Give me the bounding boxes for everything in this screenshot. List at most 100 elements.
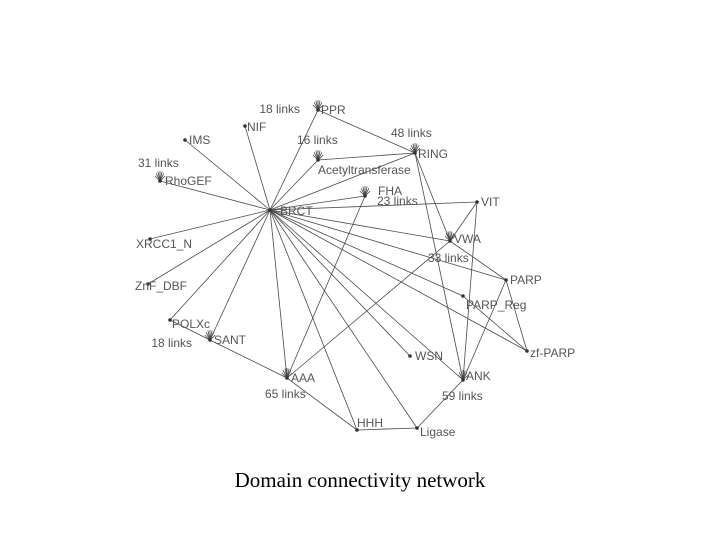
- node-label: IMS: [189, 133, 210, 147]
- node-dot: [146, 282, 150, 286]
- node-label: AAA: [291, 371, 315, 385]
- node-NIF: NIF: [243, 120, 266, 134]
- figure-caption: Domain connectivity network: [234, 468, 486, 492]
- node-dot: [525, 349, 529, 353]
- edge-PARP-ANK: [462, 279, 507, 381]
- node-dot: [183, 138, 187, 142]
- node-label: WSN: [415, 349, 443, 363]
- node-label: PPR: [321, 103, 346, 117]
- edge-BRCT-WSN: [269, 209, 411, 357]
- edge-VWA-PARP: [449, 240, 507, 281]
- edge-BRCT-HHH: [269, 209, 358, 431]
- edge-VIT-VWA: [449, 201, 478, 242]
- link-count-PPR: 18 links: [259, 102, 300, 116]
- node-ANK: ANK: [461, 369, 491, 383]
- node-dot: [285, 376, 289, 380]
- node-SANT: SANT: [208, 333, 247, 347]
- link-count-Acetyltransferase: 16 links: [297, 133, 338, 147]
- node-RhoGEF: RhoGEF: [158, 174, 212, 188]
- edge-BRCT-IMS: [184, 139, 271, 211]
- link-count-FHA: 23 links: [377, 194, 418, 208]
- link-count-VWA: 33 links: [428, 251, 469, 265]
- edge-BRCT-RING: [269, 152, 416, 211]
- node-dot: [355, 428, 359, 432]
- node-XRCC1_N: XRCC1_N: [136, 237, 192, 251]
- edge-BRCT-AAA: [269, 209, 288, 379]
- node-label: RhoGEF: [165, 174, 212, 188]
- edge-Acetyltransferase-RING: [317, 152, 416, 161]
- node-dot: [448, 239, 452, 243]
- node-WSN: WSN: [408, 349, 443, 363]
- edge-BRCT-zf-PARP: [269, 209, 528, 352]
- node-label: VIT: [481, 195, 500, 209]
- node-dot: [168, 318, 172, 322]
- node-dot: [268, 208, 272, 212]
- node-dot: [148, 237, 152, 241]
- node-dot: [363, 194, 367, 198]
- node-dot: [408, 354, 412, 358]
- link-count-SANT: 18 links: [151, 336, 192, 350]
- node-label: VWA: [454, 232, 481, 246]
- node-dot: [158, 179, 162, 183]
- node-label: SANT: [214, 333, 247, 347]
- node-label: NIF: [247, 120, 266, 134]
- node-dot: [415, 426, 419, 430]
- node-dot: [316, 158, 320, 162]
- node-AAA: AAA: [285, 371, 315, 385]
- node-POLXc: POLXc: [168, 317, 210, 331]
- node-dot: [504, 278, 508, 282]
- node-dot: [461, 294, 465, 298]
- node-label: Acetyltransferase: [318, 163, 411, 177]
- node-label: BRCT: [280, 204, 313, 218]
- link-count-ANK: 59 links: [442, 389, 483, 403]
- node-Ligase: Ligase: [415, 425, 456, 439]
- edge-RING-ANK: [414, 152, 464, 381]
- edge-ANK-Ligase: [416, 379, 464, 429]
- edge-BRCT-ZnF_DBF: [147, 209, 271, 285]
- edge-BRCT-VWA: [269, 209, 451, 242]
- edge-PPR-RING: [317, 109, 416, 154]
- edge-BRCT-XRCC1_N: [149, 209, 271, 240]
- edge-VWA-AAA: [286, 240, 451, 379]
- node-PARP_Reg: PARP_Reg: [461, 294, 526, 312]
- node-RING: RING: [413, 147, 448, 161]
- node-dot: [475, 200, 479, 204]
- edge-BRCT-POLXc: [169, 209, 271, 321]
- node-label: PARP: [510, 273, 542, 287]
- edge-PARP_Reg-zf-PARP: [462, 295, 528, 352]
- node-dot: [316, 108, 320, 112]
- node-zf-PARP: zf-PARP: [525, 346, 575, 360]
- node-PARP: PARP: [504, 273, 542, 287]
- node-BRCT: BRCT: [268, 204, 313, 218]
- node-PPR: PPR: [316, 103, 346, 117]
- node-label: zf-PARP: [530, 346, 575, 360]
- edge-VIT-ANK: [462, 201, 478, 381]
- node-label: RING: [418, 147, 448, 161]
- node-label: POLXc: [172, 317, 210, 331]
- edge-POLXc-SANT: [169, 319, 211, 341]
- edge-FHA-AAA: [286, 195, 366, 379]
- domain-network-diagram: PPRNIFIMSRINGAcetyltransferaseRhoGEFFHAB…: [135, 100, 575, 439]
- edge-BRCT-PARP: [269, 209, 507, 281]
- node-ZnF_DBF: ZnF_DBF: [135, 279, 187, 293]
- node-label: XRCC1_N: [136, 237, 192, 251]
- node-HHH: HHH: [355, 416, 383, 432]
- node-label: Ligase: [420, 425, 456, 439]
- edge-BRCT-ANK: [269, 209, 464, 381]
- link-count-AAA: 65 links: [265, 387, 306, 401]
- nodes-layer: PPRNIFIMSRINGAcetyltransferaseRhoGEFFHAB…: [135, 103, 575, 439]
- node-dot: [413, 151, 417, 155]
- node-label: ANK: [466, 369, 491, 383]
- node-label: PARP_Reg: [466, 298, 526, 312]
- edge-BRCT-Ligase: [269, 209, 418, 429]
- edge-SANT-AAA: [209, 339, 288, 379]
- edge-BRCT-SANT: [209, 209, 271, 341]
- node-Acetyltransferase: Acetyltransferase: [316, 158, 411, 177]
- node-IMS: IMS: [183, 133, 210, 147]
- node-dot: [243, 124, 247, 128]
- edge-BRCT-VIT: [269, 201, 478, 211]
- edge-BRCT-PPR: [269, 109, 319, 211]
- node-VWA: VWA: [448, 232, 481, 246]
